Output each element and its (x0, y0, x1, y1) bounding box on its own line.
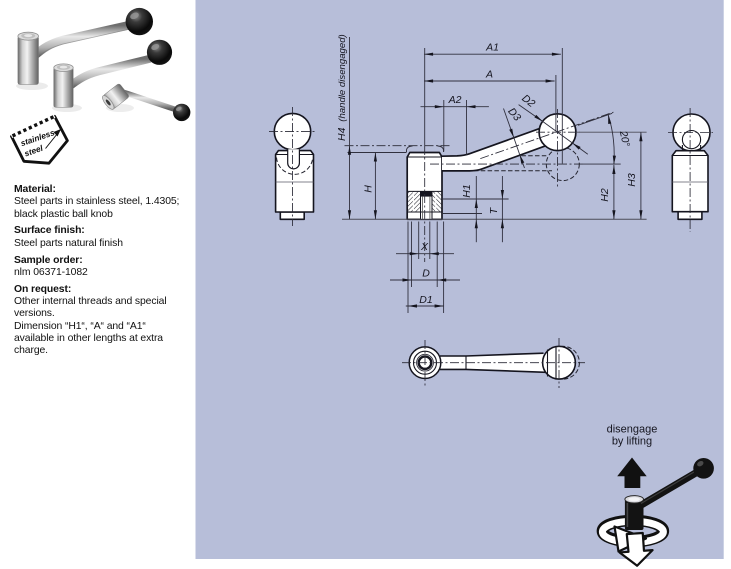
svg-text:T: T (488, 206, 500, 214)
svg-text:H2: H2 (599, 188, 611, 202)
svg-text:X: X (420, 241, 429, 253)
svg-text:H3: H3 (626, 173, 638, 187)
svg-text:by lifting: by lifting (612, 436, 652, 448)
svg-text:disengage: disengage (607, 424, 658, 436)
svg-text:D: D (422, 268, 430, 280)
svg-text:H4 (handle disengaged): H4 (handle disengaged) (336, 34, 348, 141)
svg-text:A1: A1 (485, 42, 499, 54)
svg-text:H: H (363, 185, 375, 193)
svg-text:20°: 20° (617, 129, 632, 148)
svg-text:H1: H1 (461, 184, 473, 197)
svg-text:A2: A2 (448, 94, 462, 106)
svg-text:D1: D1 (419, 294, 432, 306)
svg-text:A: A (485, 68, 493, 80)
